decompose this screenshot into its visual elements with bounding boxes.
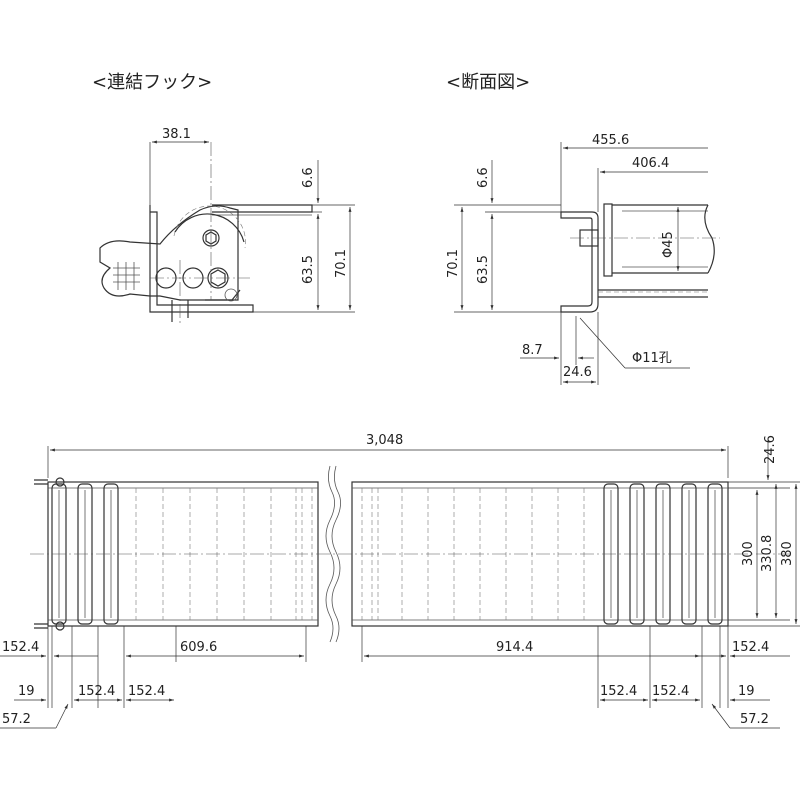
hook-detail: 38.1 6.6 63.5 70.1	[99, 127, 355, 325]
plan-dim-overall-width: 380	[780, 541, 795, 566]
plan-dim-length: 3,048	[366, 433, 403, 448]
plan-dim-inner-width: 300	[741, 541, 756, 566]
section-dim-w2: 406.4	[632, 156, 669, 171]
plan-dim-left-span: 609.6	[180, 640, 217, 655]
hook-dim-h1: 63.5	[301, 255, 316, 284]
plan-dim-top-gap: 24.6	[763, 435, 778, 464]
section-dim-dia: Φ45	[661, 231, 676, 258]
section-dim-h2: 70.1	[446, 249, 461, 278]
plan-dim-pitch-l2: 152.4	[128, 684, 165, 699]
hook-dim-width: 38.1	[162, 127, 191, 142]
section-dim-hole-offset: 8.7	[522, 343, 543, 358]
section-title: <断面図>	[446, 72, 530, 93]
hook-dim-gap: 6.6	[301, 167, 316, 188]
plan-dim-edge-right: 57.2	[740, 712, 769, 727]
plan-dim-edge-left: 57.2	[2, 712, 31, 727]
plan-dim-offset-right: 19	[738, 684, 755, 699]
section-dim-gap: 6.6	[476, 167, 491, 188]
plan-dim-pitch-r2: 152.4	[652, 684, 689, 699]
section-dim-hole: Φ11孔	[632, 351, 672, 366]
plan-dim-offset-left: 19	[18, 684, 35, 699]
section-view: 455.6 406.4 6.6 63.5 70.1 Φ45 8.7 24.6 Φ…	[446, 133, 720, 385]
hook-dim-h2: 70.1	[334, 249, 349, 278]
plan-dim-right-end: 152.4	[732, 640, 769, 655]
plan-dim-right-span: 914.4	[496, 640, 533, 655]
plan-dim-left-end: 152.4	[2, 640, 39, 655]
plan-dim-frame-inner: 330.8	[760, 535, 775, 572]
section-dim-h1: 63.5	[476, 255, 491, 284]
plan-dim-pitch-l1: 152.4	[78, 684, 115, 699]
plan-view: 3,048	[0, 433, 800, 729]
section-dim-hole-pitch: 24.6	[563, 365, 592, 380]
hook-title: <連結フック>	[92, 72, 212, 93]
section-dim-w1: 455.6	[592, 133, 629, 148]
plan-dim-pitch-r1: 152.4	[600, 684, 637, 699]
